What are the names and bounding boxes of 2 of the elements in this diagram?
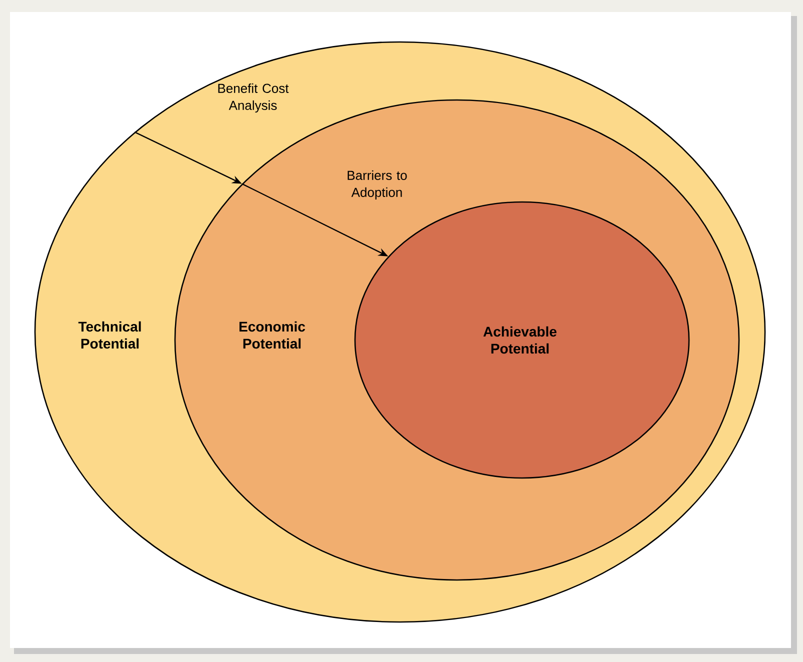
ellipse-region: Achievable Potential xyxy=(354,201,690,479)
edge-label: Barriers to Adoption xyxy=(348,170,407,200)
